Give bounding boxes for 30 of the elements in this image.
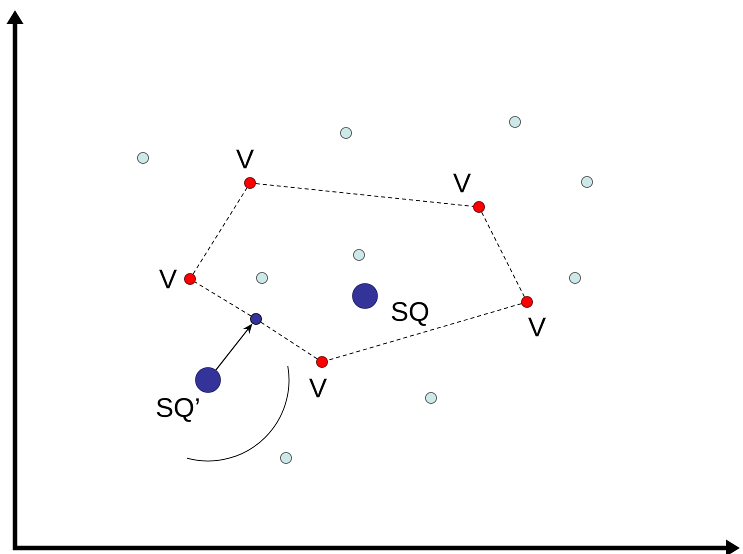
data-point xyxy=(509,116,521,128)
query-point xyxy=(352,283,378,309)
query-point xyxy=(195,367,221,393)
dashed-line xyxy=(194,282,252,316)
point-label: SQ’ xyxy=(156,398,199,422)
data-point xyxy=(569,272,581,284)
point-label: V xyxy=(159,270,177,288)
vertex-dot xyxy=(316,356,328,368)
data-point xyxy=(581,176,593,188)
dashed-line xyxy=(192,188,248,274)
point-label: V xyxy=(309,378,327,398)
data-point xyxy=(256,272,268,284)
point-label: V xyxy=(453,174,471,192)
vertex-dot xyxy=(521,296,533,308)
point-label: SQ xyxy=(392,302,428,326)
data-point xyxy=(425,392,437,404)
data-point xyxy=(353,249,365,261)
point-label: V xyxy=(236,150,254,168)
vertex-dot xyxy=(244,177,256,189)
projected-point xyxy=(250,313,262,325)
vertex-dot xyxy=(184,273,196,285)
vertex-dot xyxy=(473,201,485,213)
dashed-line xyxy=(255,183,474,207)
dashed-line xyxy=(260,322,318,360)
data-point xyxy=(280,452,292,464)
point-label: V xyxy=(528,318,546,336)
dashed-line xyxy=(481,212,525,298)
data-point xyxy=(137,152,149,164)
dashed-line xyxy=(327,303,522,361)
data-point xyxy=(340,127,352,139)
